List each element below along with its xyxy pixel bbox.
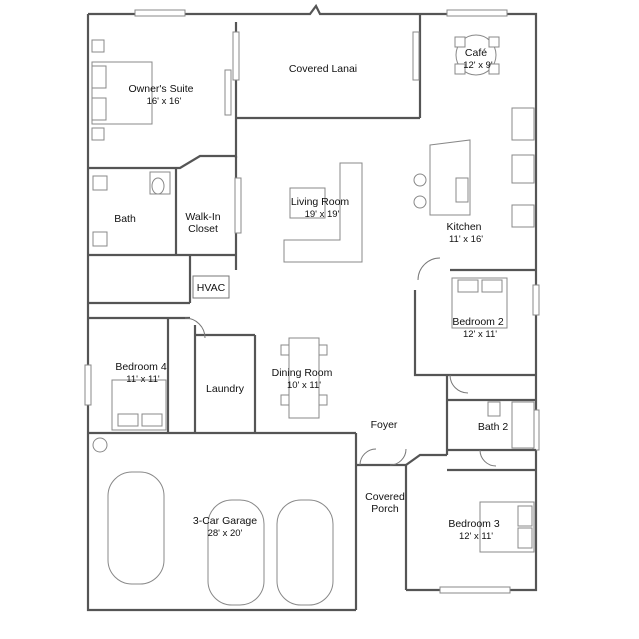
doors — [184, 31, 497, 467]
room-labels: Owner's Suite 16' x 16' Covered Lanai Ca… — [114, 47, 508, 542]
bedroom-3-label: Bedroom 3 — [448, 518, 500, 530]
covered-porch-label-1: Covered — [365, 491, 405, 503]
bedroom-4-dims: 11' x 11' — [126, 374, 160, 385]
bedroom-3-dims: 12' x 11' — [459, 531, 493, 542]
bedroom-4-label: Bedroom 4 — [115, 361, 167, 373]
covered-porch-label-2: Porch — [371, 503, 399, 515]
owners-suite-dims: 16' x 16' — [147, 96, 182, 107]
bath-label: Bath — [114, 213, 136, 225]
dining-room-dims: 10' x 11' — [287, 380, 321, 391]
interior-walls — [88, 14, 536, 472]
hvac-label: HVAC — [197, 282, 226, 294]
living-room-dims: 19' x 19' — [305, 209, 340, 220]
dining-room-label: Dining Room — [272, 367, 333, 379]
windows — [84, 9, 540, 594]
cafe-dims: 12' x 9' — [463, 60, 493, 71]
walk-in-closet-label-1: Walk-In — [185, 211, 220, 223]
kitchen-label: Kitchen — [446, 221, 481, 233]
bedroom-2-label: Bedroom 2 — [452, 316, 504, 328]
exterior-walls — [86, 3, 538, 612]
living-room-label: Living Room — [291, 196, 350, 208]
foyer-label: Foyer — [371, 419, 398, 431]
covered-lanai-label: Covered Lanai — [289, 63, 357, 75]
cafe-label: Café — [465, 47, 487, 59]
laundry-label: Laundry — [206, 383, 245, 395]
garage-label: 3-Car Garage — [193, 515, 257, 527]
owners-suite-label: Owner's Suite — [128, 83, 193, 95]
bath-2-label: Bath 2 — [478, 421, 509, 433]
garage-dims: 28' x 20' — [208, 528, 243, 539]
kitchen-dims: 11' x 16' — [449, 234, 483, 245]
bedroom-2-dims: 12' x 11' — [463, 329, 497, 340]
walk-in-closet-label-2: Closet — [188, 223, 218, 235]
furniture — [91, 34, 535, 606]
